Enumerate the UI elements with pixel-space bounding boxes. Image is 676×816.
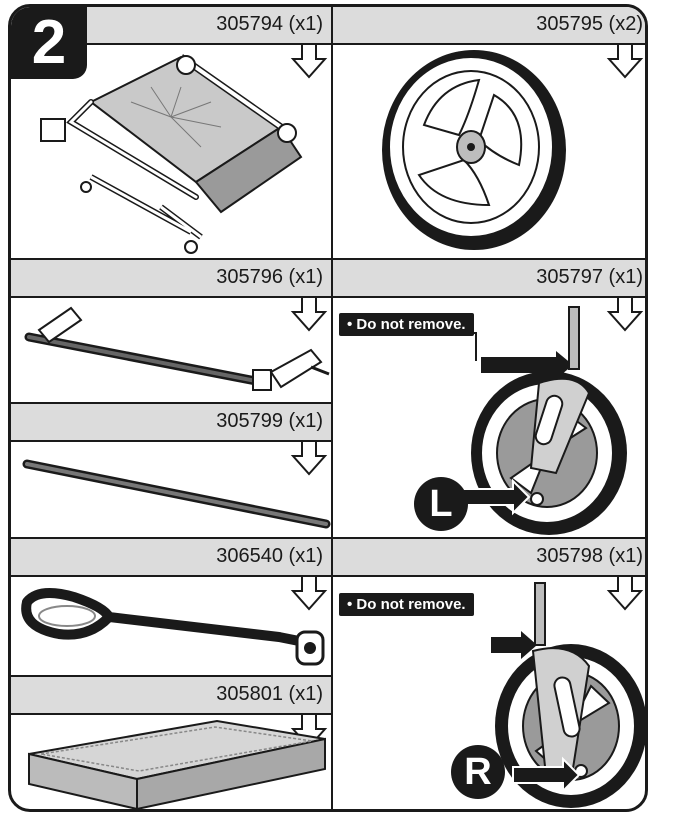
down-arrow-icon <box>606 45 644 79</box>
down-arrow-icon <box>606 298 644 332</box>
part-header-305797: 305797 (x1) <box>333 260 645 298</box>
step-number-badge: 2 <box>11 7 87 79</box>
axle-hinge-illustration <box>24 306 330 391</box>
down-arrow-icon <box>290 442 328 476</box>
part-header-305794: 305794 (x1) <box>87 7 331 45</box>
parts-sheet: 305794 (x1) 305795 (x2) 305796 (x1) 3057… <box>8 4 648 812</box>
handle-illustration <box>21 588 325 666</box>
part-header-305795: 305795 (x2) <box>333 7 645 45</box>
rod-illustration <box>22 459 331 529</box>
part-number: 305798 (x1) <box>536 545 643 567</box>
part-number: 305797 (x1) <box>536 266 643 288</box>
down-arrow-icon <box>290 577 328 611</box>
part-number: 306540 (x1) <box>216 545 323 567</box>
part-number: 305794 (x1) <box>216 13 323 35</box>
row-divider-2 <box>11 537 645 539</box>
row-divider-left-b <box>11 675 331 677</box>
part-number: 305795 (x2) <box>536 13 643 35</box>
down-arrow-icon <box>606 577 644 611</box>
center-divider <box>331 7 333 809</box>
part-header-305796: 305796 (x1) <box>11 260 331 298</box>
part-number: 305796 (x1) <box>216 266 323 288</box>
do-not-remove-note: • Do not remove. <box>339 593 474 616</box>
down-arrow-icon <box>290 45 328 79</box>
left-wheel-label: L <box>414 477 468 531</box>
right-wheel-label: R <box>451 745 505 799</box>
down-arrow-icon <box>290 298 328 332</box>
part-header-305798: 305798 (x1) <box>333 539 645 577</box>
row-divider-1 <box>11 258 645 260</box>
part-header-305801: 305801 (x1) <box>11 677 331 715</box>
part-number: 305801 (x1) <box>216 683 323 705</box>
row-divider-left-a <box>11 402 331 404</box>
part-header-306540: 306540 (x1) <box>11 539 331 577</box>
rear-wheel-illustration <box>382 50 566 250</box>
seat-frame-illustration <box>40 54 303 254</box>
right-front-wheel-illustration <box>491 582 645 808</box>
part-number: 305799 (x1) <box>216 410 323 432</box>
left-front-wheel-illustration <box>341 306 627 535</box>
part-header-305799: 305799 (x1) <box>11 404 331 442</box>
tray-illustration <box>28 719 326 809</box>
do-not-remove-note: • Do not remove. <box>339 313 474 336</box>
